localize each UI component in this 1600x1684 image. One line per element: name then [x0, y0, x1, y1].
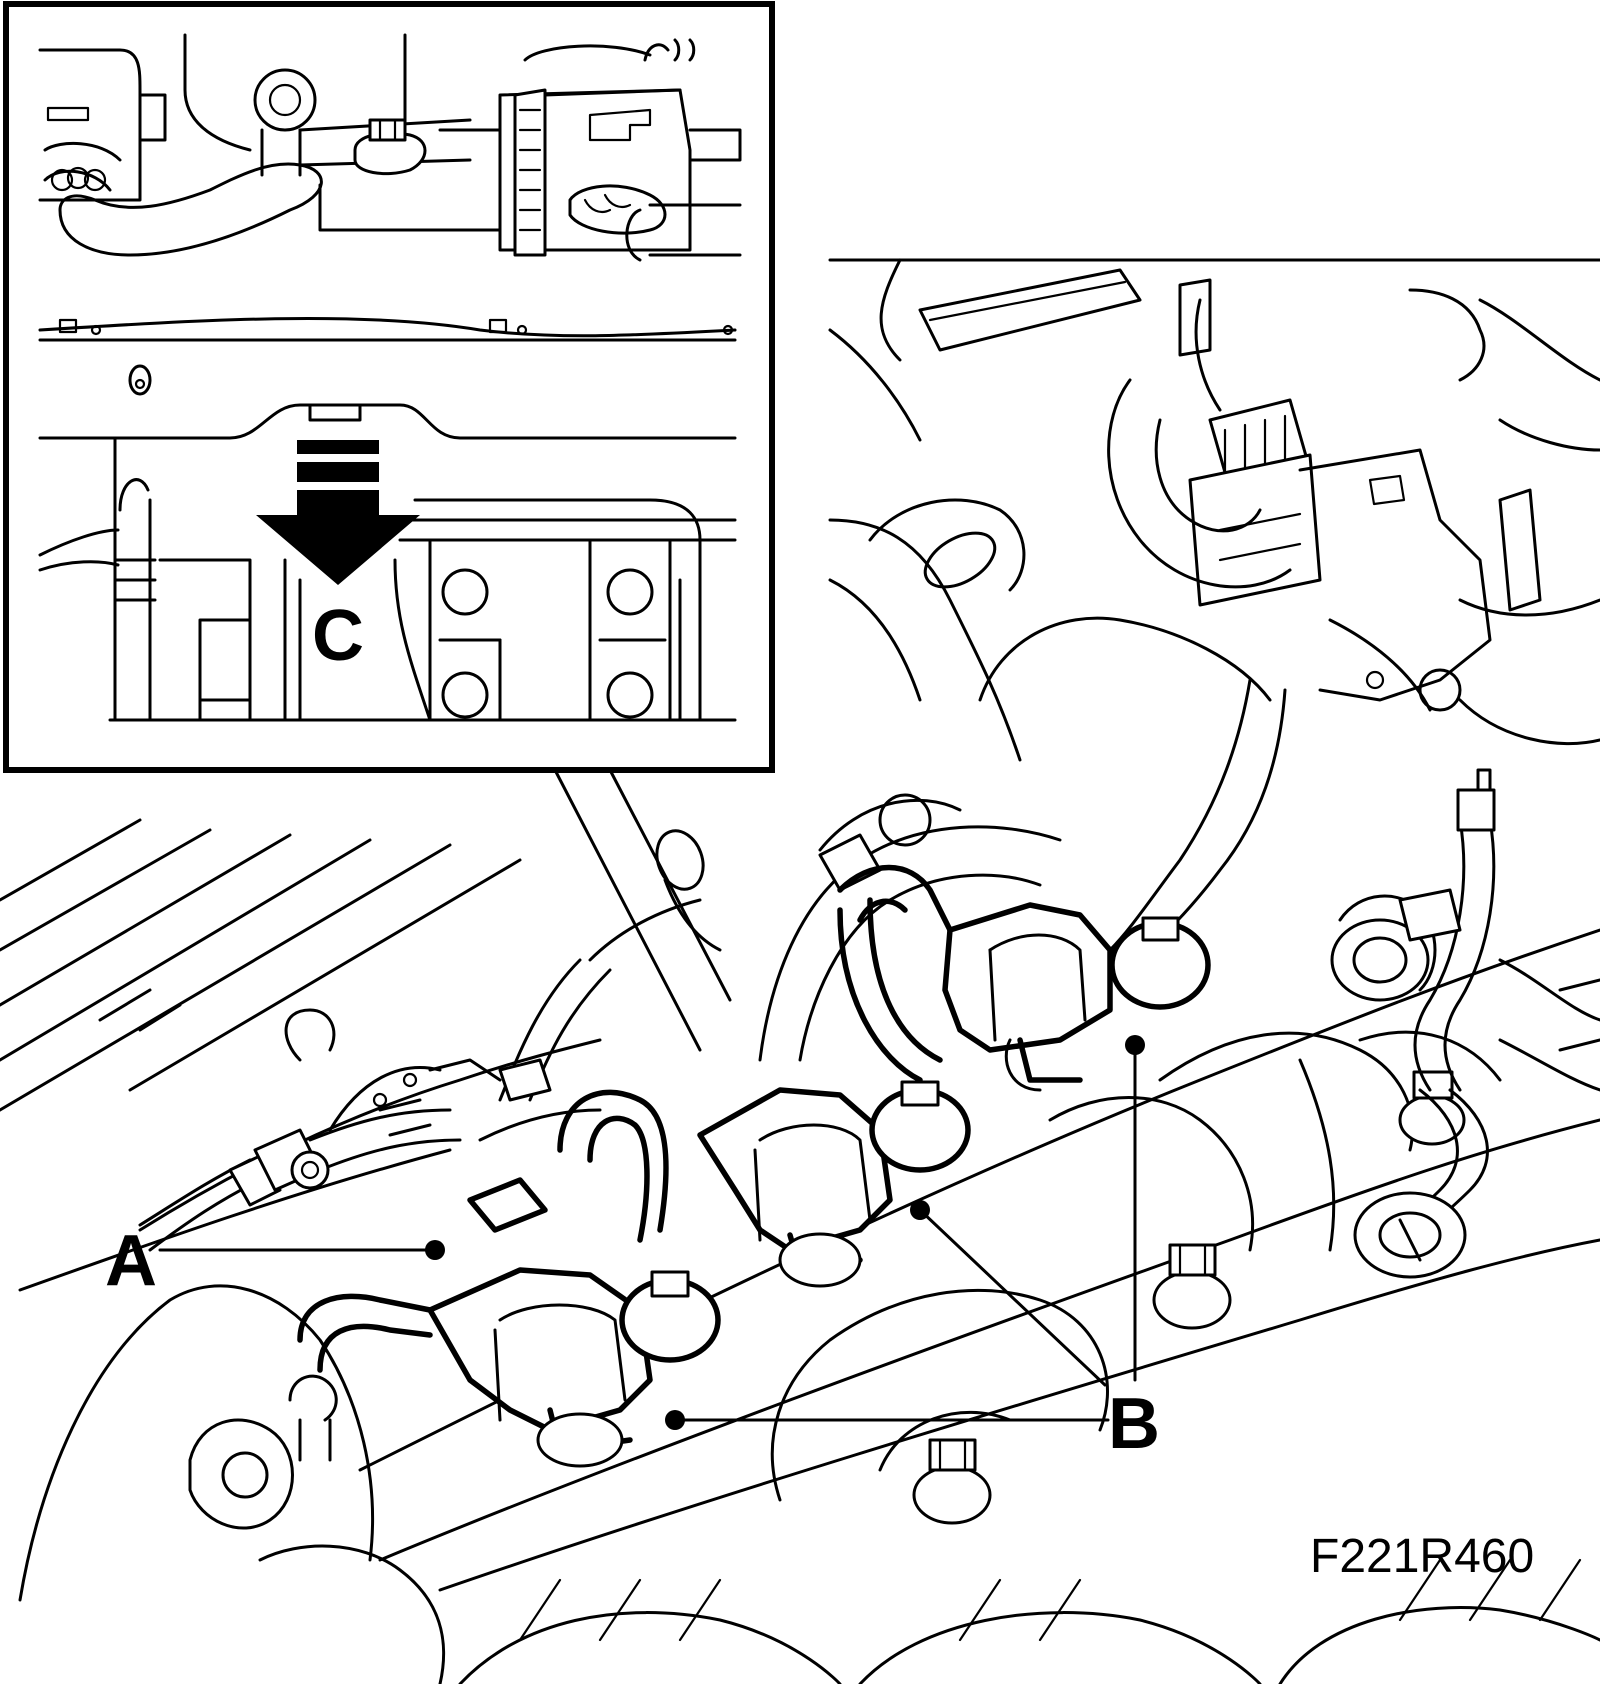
ignition-coil-front — [297, 1267, 721, 1468]
inset-top-components — [38, 33, 742, 262]
coil-bolt-rear — [1109, 916, 1211, 1010]
callout-b-leader-2 — [918, 1208, 1107, 1387]
cowl-hatching — [0, 818, 522, 1112]
ignition-coil-3 — [697, 1080, 971, 1288]
engine-mount — [18, 1284, 446, 1684]
coil-harness-loop-rear — [837, 897, 943, 1083]
engine-drawing — [0, 258, 1600, 1684]
callout-b-dot-1 — [665, 1410, 685, 1430]
intake-tube — [828, 378, 1292, 762]
right-bolt — [1152, 1243, 1232, 1330]
upper-right-components — [828, 258, 1600, 746]
lower-bolt — [912, 1438, 992, 1525]
left-harness — [138, 829, 722, 1252]
callout-b-label: B — [1108, 1384, 1160, 1464]
coil-bolt-front — [619, 1270, 721, 1363]
callout-a-label: A — [105, 1221, 157, 1301]
coil-bolt-3 — [869, 1080, 971, 1173]
figure-code: F221R460 — [1310, 1530, 1534, 1583]
callout-b: B — [665, 1035, 1160, 1464]
coil-harness-loop-front — [467, 1089, 669, 1243]
inset-leader-line — [553, 768, 702, 1052]
inset-leader-line-2 — [608, 768, 732, 1002]
direction-arrow-c — [256, 440, 420, 585]
ignition-coil-rear — [837, 864, 1211, 1092]
arrow-label-c: C — [312, 596, 364, 676]
callout-b-dot-3 — [1125, 1035, 1145, 1055]
detail-inset: C — [3, 1, 775, 1052]
callout-a-dot — [425, 1240, 445, 1260]
fuel-line — [1330, 768, 1600, 1279]
callout-b-dot-2 — [910, 1200, 930, 1220]
inset-rail — [38, 316, 737, 396]
inset-lower: C — [38, 403, 737, 722]
callout-a: A — [105, 1221, 445, 1301]
lower-components — [458, 1070, 1600, 1684]
